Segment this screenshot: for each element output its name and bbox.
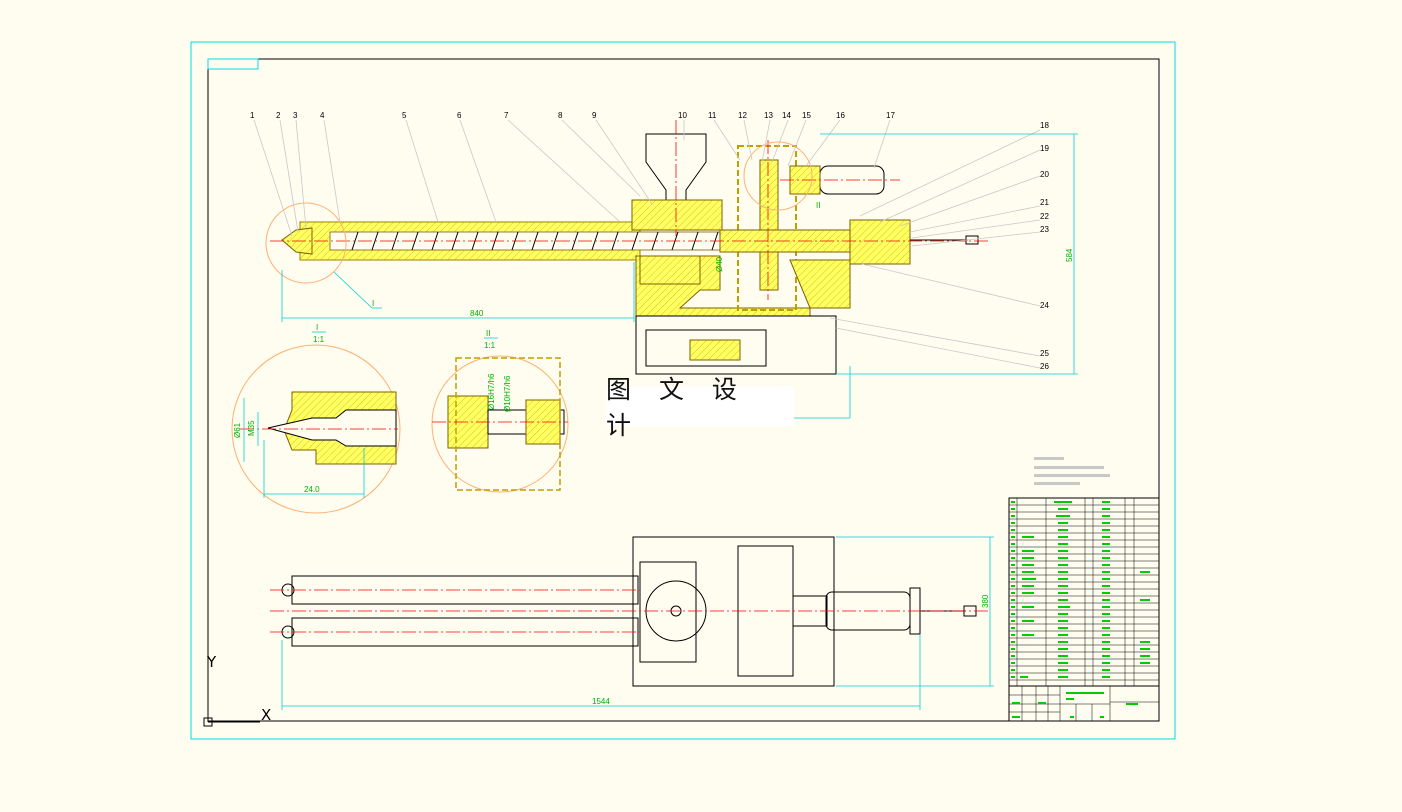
detail-2-casing [455,357,561,491]
dim-plan-length: 1544 [592,697,610,706]
part-number: 12 [738,111,747,120]
detail-2-fit-b: Ø10H7/h6 [503,375,512,412]
watermark: 图 文 设 计 [606,375,794,440]
part-number: 25 [1040,349,1049,358]
ucs-axis-icon: Y X [203,653,271,727]
part-number: 10 [678,111,687,120]
part-number: 4 [320,111,325,120]
detail-callout-circle-2 [743,141,813,211]
part-number: 16 [836,111,845,120]
detail-1-dim-thread: M35 [247,420,256,436]
title-block-frame [1008,685,1160,722]
part-number: 5 [402,111,407,120]
part-number: 21 [1040,198,1049,207]
title-block [1008,457,1160,722]
detail-1-nozzle-bore [267,409,397,447]
parts-list-grid [1009,498,1159,686]
part-number: 14 [782,111,791,120]
gearbox [737,145,797,311]
part-number: 6 [457,111,462,120]
part-number: 9 [592,111,597,120]
inner-frame [207,58,1160,722]
detail-view-1: I 1:1 Ø61 M35 24.0 [231,323,401,514]
feed-block [631,199,723,231]
leader-lines [253,119,1041,369]
main-section-view: I II [250,111,1078,419]
dim-unit-height: 584 [1065,248,1074,262]
part-number: 7 [504,111,509,120]
carriage-cylinder [645,329,767,367]
dim-gear-dia: Ø40 [715,256,724,272]
outer-frame [190,41,1176,740]
part-number: 3 [293,111,298,120]
part-number: 26 [1040,362,1049,371]
part-number: 1 [250,111,255,120]
part-number: 24 [1040,301,1049,310]
part-number: 8 [558,111,563,120]
plan-base-plate [632,536,835,687]
detail-1-circle [231,344,401,514]
part-number: 15 [802,111,811,120]
detail-callout-circle-1 [265,202,347,284]
detail-1-label: I [316,323,318,332]
part-number: 22 [1040,212,1049,221]
part-number: 11 [708,111,717,120]
detail-1-scale: 1:1 [313,335,325,344]
part-number: 19 [1040,144,1049,153]
callout-label-2: II [816,201,820,210]
part-number: 23 [1040,225,1049,234]
part-number: 17 [886,111,895,120]
cylinder-mount [789,259,851,309]
corner-tab [207,58,259,70]
detail-1-dim-length: 24.0 [304,485,320,494]
detail-view-2: II 1:1 Ø16H7/h6 Ø10H7/h6 [431,329,569,493]
gear-shaft [759,159,779,291]
technical-notes [1034,457,1110,485]
bearing-housing [639,255,701,285]
axis-x-label: X [261,706,271,724]
plan-feed-block [639,561,697,663]
callout-label-1: I [372,299,374,308]
carriage-block [689,339,741,361]
detail-2-scale: 1:1 [484,341,496,350]
part-number: 18 [1040,121,1049,130]
detail-2-label: II [486,329,490,338]
detail-2-circle [431,355,569,493]
axis-y-label: Y [206,653,217,671]
plan-view: 1544 380 [270,536,994,710]
detail-1-dim-dia: Ø61 [233,422,242,438]
dim-screw-length: 840 [470,309,484,318]
dim-plan-height: 380 [981,594,990,608]
parts-list-entries [1011,501,1150,678]
part-numbers: 1 2 3 4 5 6 7 8 9 10 11 12 13 14 15 16 1… [250,111,1049,371]
part-number: 20 [1040,170,1049,179]
part-number: 2 [276,111,281,120]
callout-leader-1 [333,271,373,309]
hydraulic-cylinder [849,219,911,265]
carriage-base [635,315,837,375]
part-number: 13 [764,111,773,120]
detail-2-fit-a: Ø16H7/h6 [487,373,496,410]
